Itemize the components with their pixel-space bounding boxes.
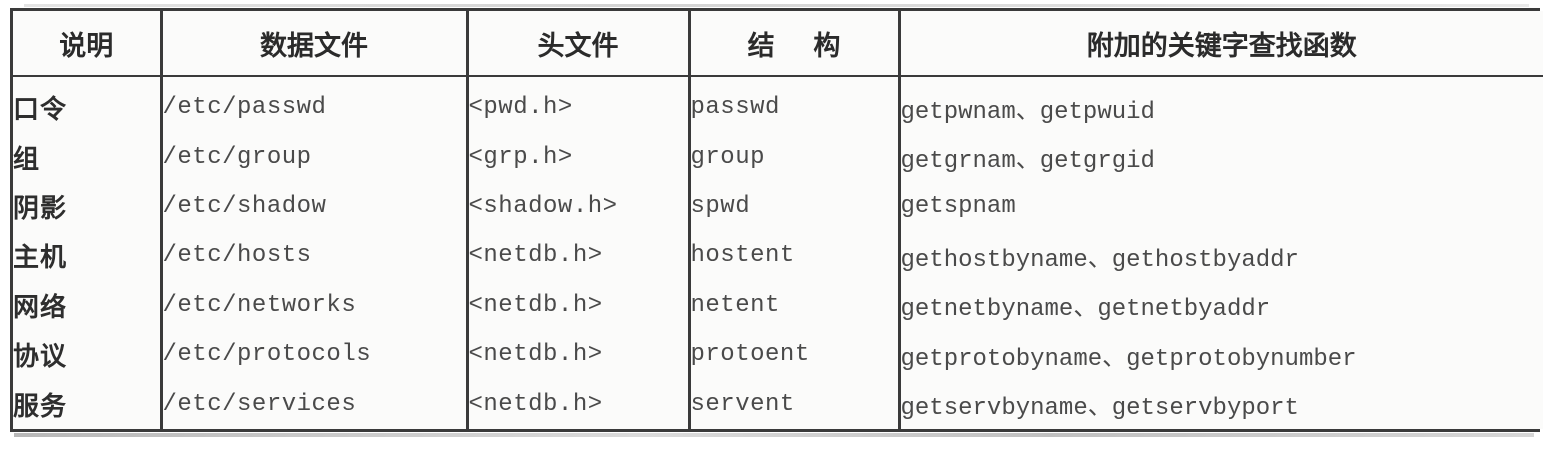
- column-header-description: 说明: [13, 11, 163, 77]
- cell-functions: getnetbyname、getnetbyaddr: [899, 280, 1543, 331]
- cell-structure: hostent: [689, 231, 901, 281]
- cell-data-file: /etc/shadow: [161, 181, 469, 232]
- cell-functions: getservbyname、getservbyport: [899, 379, 1543, 429]
- table-row: 组 /etc/group <grp.h> group getgrnam、getg…: [13, 132, 1543, 182]
- cell-description: 组: [13, 132, 163, 182]
- cell-header-file: <pwd.h>: [467, 83, 691, 133]
- cell-data-file: /etc/passwd: [161, 83, 469, 133]
- column-header-functions: 附加的关键字查找函数: [899, 11, 1543, 77]
- cell-header-file: <netdb.h>: [467, 231, 691, 281]
- cell-functions: getpwnam、getpwuid: [899, 83, 1543, 133]
- cell-data-file: /etc/group: [161, 132, 469, 182]
- cell-structure: netent: [689, 280, 901, 331]
- table-row: 协议 /etc/protocols <netdb.h> protoent get…: [13, 330, 1543, 380]
- cell-description: 阴影: [13, 181, 163, 232]
- table-row: 阴影 /etc/shadow <shadow.h> spwd getspnam: [13, 181, 1543, 232]
- cell-functions: getgrnam、getgrgid: [899, 132, 1543, 182]
- cell-data-file: /etc/services: [161, 379, 469, 429]
- cell-header-file: <netdb.h>: [467, 330, 691, 380]
- cell-data-file: /etc/networks: [161, 280, 469, 331]
- cell-data-file: /etc/protocols: [161, 330, 469, 380]
- table-row: 口令 /etc/passwd <pwd.h> passwd getpwnam、g…: [13, 83, 1543, 133]
- header-double-rule: [13, 74, 1543, 84]
- cell-structure: group: [689, 132, 901, 182]
- table-body: 口令 /etc/passwd <pwd.h> passwd getpwnam、g…: [13, 74, 1543, 429]
- cell-functions: gethostbyname、gethostbyaddr: [899, 231, 1543, 281]
- cell-description: 网络: [13, 280, 163, 331]
- cell-structure: servent: [689, 379, 901, 429]
- cell-structure: passwd: [689, 83, 901, 133]
- table-row: 主机 /etc/hosts <netdb.h> hostent gethostb…: [13, 231, 1543, 281]
- rule-cell: [899, 74, 1543, 84]
- rule-cell: [689, 74, 901, 84]
- rule-cell: [161, 74, 469, 84]
- table-header: 说明 数据文件 头文件 结 构 附加的关键字查找函数: [13, 11, 1543, 77]
- column-header-data-file: 数据文件: [161, 11, 469, 77]
- scan-edge-shadow-top: [24, 4, 1529, 7]
- cell-data-file: /etc/hosts: [161, 231, 469, 281]
- cell-structure: protoent: [689, 330, 901, 380]
- header-row: 说明 数据文件 头文件 结 构 附加的关键字查找函数: [13, 11, 1543, 77]
- cell-header-file: <grp.h>: [467, 132, 691, 182]
- cell-functions: getspnam: [899, 181, 1543, 232]
- cell-description: 口令: [13, 83, 163, 133]
- rule-cell: [13, 74, 163, 84]
- table-row: 网络 /etc/networks <netdb.h> netent getnet…: [13, 280, 1543, 331]
- data-files-table: 说明 数据文件 头文件 结 构 附加的关键字查找函数 口令 /e: [10, 8, 1543, 432]
- table-row: 服务 /etc/services <netdb.h> servent getse…: [13, 379, 1543, 429]
- scan-edge-shadow-bottom: [14, 433, 1534, 437]
- column-header-header-file: 头文件: [467, 11, 691, 77]
- rule-cell: [467, 74, 691, 84]
- column-header-structure: 结 构: [689, 11, 901, 77]
- cell-functions: getprotobyname、getprotobynumber: [899, 330, 1543, 380]
- cell-description: 服务: [13, 379, 163, 429]
- cell-header-file: <shadow.h>: [467, 181, 691, 232]
- cell-structure: spwd: [689, 181, 901, 232]
- table: 说明 数据文件 头文件 结 构 附加的关键字查找函数 口令 /e: [13, 11, 1543, 429]
- cell-header-file: <netdb.h>: [467, 280, 691, 331]
- cell-header-file: <netdb.h>: [467, 379, 691, 429]
- cell-description: 主机: [13, 231, 163, 281]
- cell-description: 协议: [13, 330, 163, 380]
